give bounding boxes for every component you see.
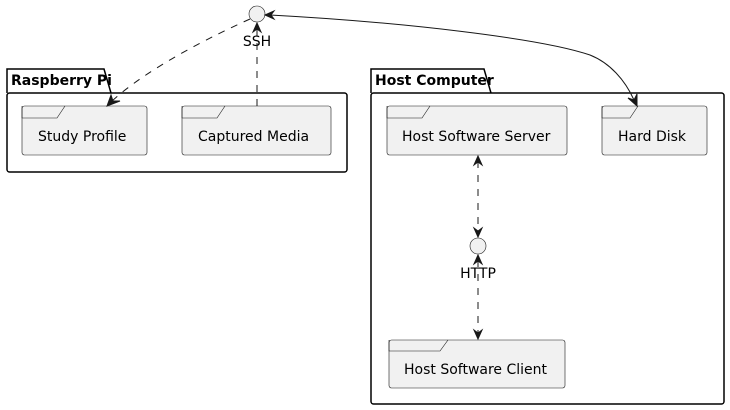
arrowhead: [472, 154, 484, 167]
interface-ssh: SSH: [243, 5, 271, 50]
component-host-software-client: Host Software Client: [388, 339, 566, 389]
component-captured-media: Captured Media: [181, 105, 332, 156]
component-label-captured-media: Captured Media: [198, 129, 309, 145]
package-label-host-computer: Host Computer: [375, 73, 494, 89]
edge-ssh-to-hard-disk: [263, 9, 638, 108]
interface-label-ssh: SSH: [243, 34, 271, 50]
arrowhead: [263, 9, 276, 21]
package-label-raspberry-pi: Raspberry Pi: [11, 73, 112, 89]
arrowhead: [472, 226, 484, 239]
component-hard-disk: Hard Disk: [601, 105, 708, 156]
package-tab: [6, 68, 112, 94]
edge-captured-media-to-ssh: [251, 21, 263, 106]
edge-ssh-to-study-profile: [106, 18, 251, 107]
arrowhead: [251, 21, 263, 34]
arrowhead: [472, 328, 484, 341]
interface-circle: [248, 5, 266, 23]
arrowhead: [627, 93, 638, 108]
component-label-study-profile: Study Profile: [38, 129, 126, 145]
package-tab: [370, 68, 492, 94]
edge-server-to-http: [472, 154, 484, 239]
component-label-host-software-server: Host Software Server: [402, 129, 551, 145]
component-label-hard-disk: Hard Disk: [618, 129, 687, 145]
component-label-host-software-client: Host Software Client: [404, 362, 548, 378]
arrowhead: [472, 253, 484, 266]
edge-http-to-client: [472, 253, 484, 341]
package-host-computer: Host Computer: [370, 68, 725, 405]
arrowhead: [106, 93, 121, 107]
component-study-profile: Study Profile: [21, 105, 148, 156]
component-host-software-server: Host Software Server: [386, 105, 568, 156]
interface-circle: [469, 237, 487, 255]
package-body: [370, 92, 725, 405]
